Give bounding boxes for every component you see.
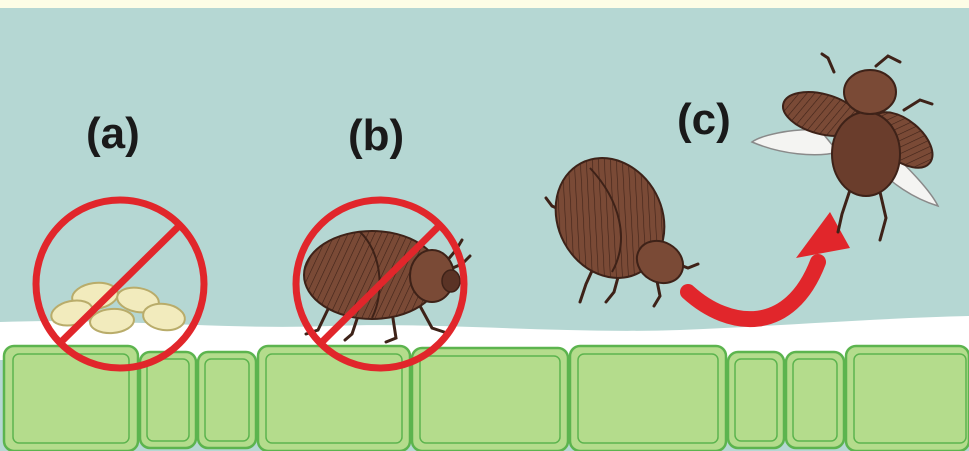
stage-label-a: (a) [86,112,140,156]
stage-label-b: (b) [348,114,404,158]
top-band [0,0,969,8]
plant-cell [4,346,138,451]
plant-cell [258,346,410,451]
plant-cell [728,352,784,448]
plant-cell [786,352,844,448]
plant-cell [198,352,256,448]
stage-label-c: (c) [677,98,731,142]
plant-cell [846,346,969,451]
plant-cell [570,346,726,451]
plant-cell [412,348,568,451]
